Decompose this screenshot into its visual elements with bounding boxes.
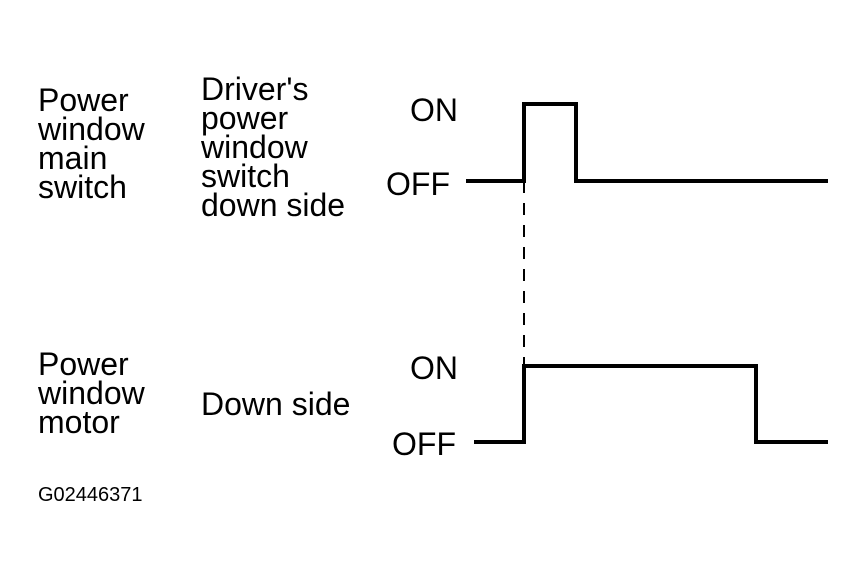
label-line: power xyxy=(201,100,289,136)
switch-waveform xyxy=(466,102,828,183)
label-line: Down side xyxy=(201,386,351,422)
label-line: down side xyxy=(201,187,346,223)
label-line: window xyxy=(38,111,145,147)
switch-signal-label: Driver's power window switch down side xyxy=(201,71,346,223)
motor-signal-label: Down side xyxy=(201,386,351,422)
motor-off-label: OFF xyxy=(392,426,456,462)
label-line: Power xyxy=(38,346,129,382)
label-line: window xyxy=(38,375,145,411)
label-line: switch xyxy=(38,169,127,205)
label-line: Power xyxy=(38,82,129,118)
motor-on-label: ON xyxy=(410,350,458,386)
label-line: window xyxy=(201,129,308,165)
label-line: switch xyxy=(201,158,290,194)
switch-component-label: Power window main switch xyxy=(38,82,145,205)
label-line: main xyxy=(38,140,108,176)
label-line: Driver's xyxy=(201,71,309,107)
motor-waveform xyxy=(474,364,828,444)
switch-on-label: ON xyxy=(410,92,458,128)
switch-off-label: OFF xyxy=(386,166,450,202)
motor-component-label: Power window motor xyxy=(38,346,145,440)
label-line: motor xyxy=(38,404,120,440)
figure-id: G02446371 xyxy=(38,484,143,506)
